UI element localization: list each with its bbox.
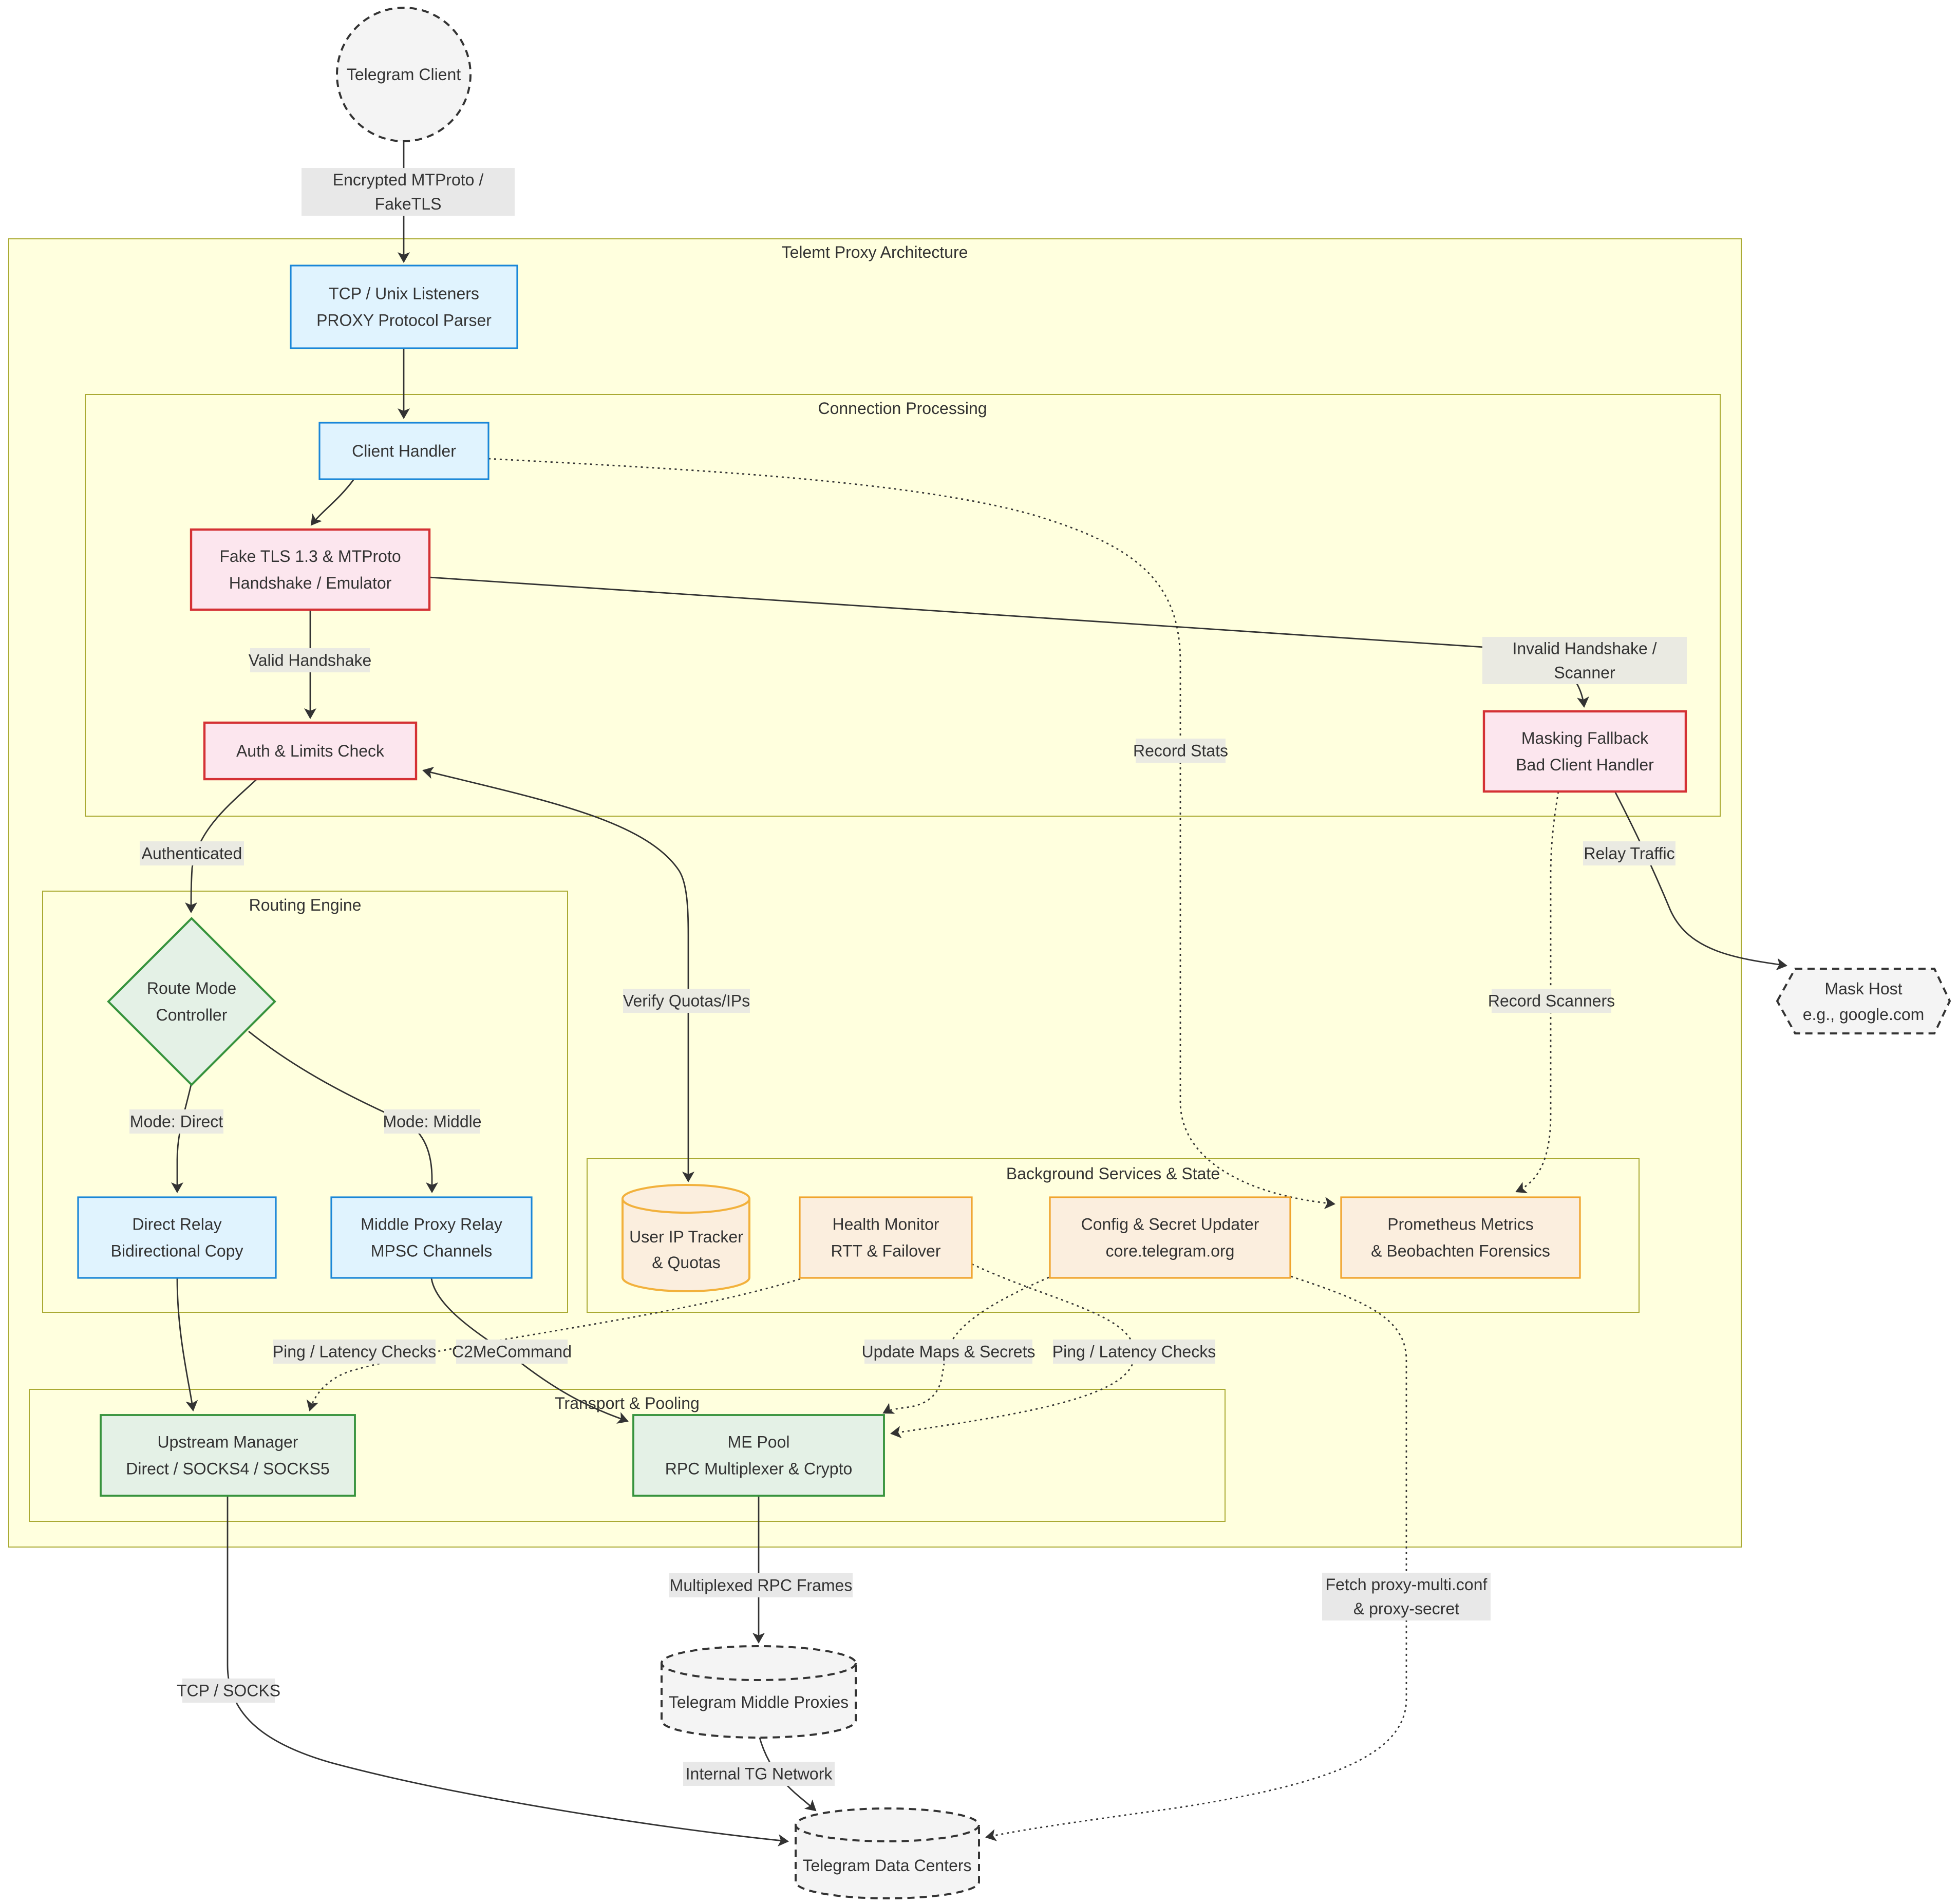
svg-text:Client Handler: Client Handler bbox=[352, 442, 456, 460]
svg-text:TCP / Unix Listeners: TCP / Unix Listeners bbox=[329, 285, 479, 303]
svg-text:Transport & Pooling: Transport & Pooling bbox=[555, 1394, 700, 1412]
svg-text:Verify Quotas/IPs: Verify Quotas/IPs bbox=[623, 992, 750, 1010]
svg-text:Telegram Client: Telegram Client bbox=[347, 65, 461, 84]
svg-text:Bidirectional Copy: Bidirectional Copy bbox=[111, 1242, 243, 1260]
svg-text:Direct / SOCKS4 / SOCKS5: Direct / SOCKS4 / SOCKS5 bbox=[126, 1460, 330, 1478]
svg-text:Mask Host: Mask Host bbox=[1824, 979, 1902, 998]
svg-text:Record Scanners: Record Scanners bbox=[1488, 992, 1615, 1010]
svg-text:ME Pool: ME Pool bbox=[728, 1433, 790, 1451]
svg-text:Multiplexed RPC Frames: Multiplexed RPC Frames bbox=[670, 1576, 853, 1595]
svg-text:& Beobachten Forensics: & Beobachten Forensics bbox=[1371, 1242, 1550, 1260]
svg-text:RPC Multiplexer & Crypto: RPC Multiplexer & Crypto bbox=[665, 1460, 853, 1478]
svg-text:PROXY Protocol Parser: PROXY Protocol Parser bbox=[316, 311, 492, 330]
svg-text:FakeTLS: FakeTLS bbox=[375, 195, 442, 213]
svg-text:Valid Handshake: Valid Handshake bbox=[249, 651, 372, 670]
svg-text:Authenticated: Authenticated bbox=[142, 844, 242, 863]
svg-text:TCP / SOCKS: TCP / SOCKS bbox=[177, 1682, 280, 1700]
svg-text:Connection Processing: Connection Processing bbox=[818, 399, 987, 418]
svg-text:Invalid Handshake /: Invalid Handshake / bbox=[1512, 639, 1656, 658]
svg-text:Route Mode: Route Mode bbox=[147, 979, 236, 997]
svg-text:Telemt Proxy Architecture: Telemt Proxy Architecture bbox=[782, 243, 968, 261]
svg-text:Telegram Data Centers: Telegram Data Centers bbox=[802, 1856, 971, 1875]
svg-text:Fetch proxy-multi.conf: Fetch proxy-multi.conf bbox=[1326, 1575, 1488, 1594]
svg-text:RTT & Failover: RTT & Failover bbox=[831, 1242, 941, 1260]
svg-text:Fake TLS 1.3 & MTProto: Fake TLS 1.3 & MTProto bbox=[219, 547, 401, 565]
svg-text:Handshake / Emulator: Handshake / Emulator bbox=[229, 574, 392, 592]
svg-text:Scanner: Scanner bbox=[1554, 664, 1615, 682]
svg-text:Update Maps & Secrets: Update Maps & Secrets bbox=[862, 1343, 1036, 1361]
svg-text:& Quotas: & Quotas bbox=[652, 1253, 720, 1272]
svg-text:core.telegram.org: core.telegram.org bbox=[1106, 1242, 1235, 1260]
svg-text:Controller: Controller bbox=[156, 1006, 228, 1024]
svg-text:Routing Engine: Routing Engine bbox=[249, 896, 362, 914]
svg-text:Relay Traffic: Relay Traffic bbox=[1584, 844, 1674, 863]
svg-text:Telegram Middle Proxies: Telegram Middle Proxies bbox=[669, 1693, 849, 1711]
svg-text:Encrypted MTProto /: Encrypted MTProto / bbox=[333, 171, 484, 189]
svg-text:User IP Tracker: User IP Tracker bbox=[629, 1228, 743, 1246]
svg-text:Background Services & State: Background Services & State bbox=[1006, 1164, 1220, 1183]
svg-text:Health Monitor: Health Monitor bbox=[832, 1215, 939, 1234]
svg-text:Config & Secret Updater: Config & Secret Updater bbox=[1081, 1215, 1259, 1234]
svg-text:e.g., google.com: e.g., google.com bbox=[1803, 1005, 1925, 1024]
svg-text:MPSC Channels: MPSC Channels bbox=[371, 1242, 493, 1260]
svg-text:Ping / Latency Checks: Ping / Latency Checks bbox=[1052, 1343, 1216, 1361]
svg-text:Upstream Manager: Upstream Manager bbox=[158, 1433, 298, 1451]
svg-text:Internal TG Network: Internal TG Network bbox=[686, 1765, 833, 1783]
svg-text:Mode: Direct: Mode: Direct bbox=[130, 1113, 223, 1131]
svg-text:Prometheus Metrics: Prometheus Metrics bbox=[1387, 1215, 1534, 1234]
svg-text:Ping / Latency Checks: Ping / Latency Checks bbox=[273, 1343, 436, 1361]
svg-text:& proxy-secret: & proxy-secret bbox=[1353, 1599, 1459, 1618]
svg-text:Bad Client Handler: Bad Client Handler bbox=[1516, 756, 1654, 774]
svg-text:C2MeCommand: C2MeCommand bbox=[452, 1343, 572, 1361]
svg-text:Record Stats: Record Stats bbox=[1133, 742, 1228, 760]
svg-text:Middle Proxy Relay: Middle Proxy Relay bbox=[361, 1215, 502, 1234]
svg-text:Mode: Middle: Mode: Middle bbox=[383, 1113, 481, 1131]
svg-text:Direct Relay: Direct Relay bbox=[132, 1215, 221, 1234]
svg-text:Auth & Limits Check: Auth & Limits Check bbox=[236, 742, 385, 760]
svg-text:Masking Fallback: Masking Fallback bbox=[1521, 729, 1649, 747]
